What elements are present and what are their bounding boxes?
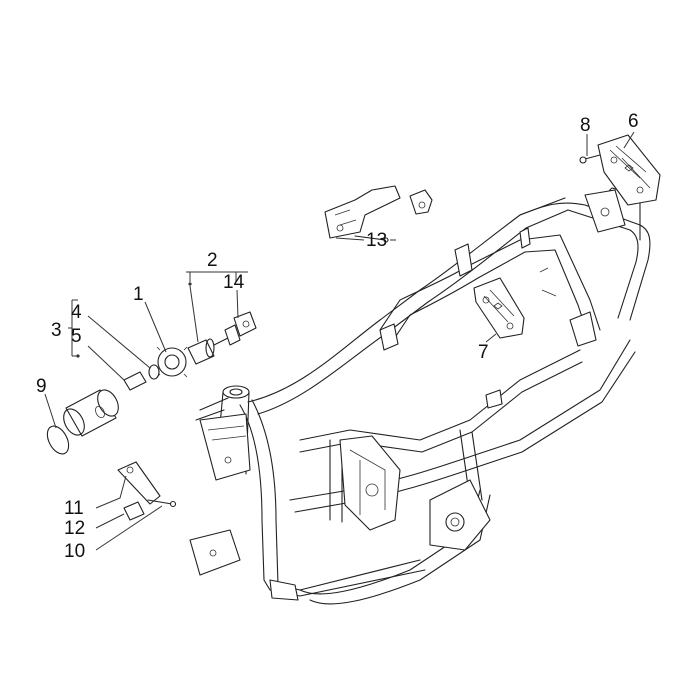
callout-12: 12 bbox=[64, 518, 85, 539]
callout-3: 3 bbox=[51, 320, 62, 341]
upper-right-rail bbox=[379, 234, 601, 346]
part-7-latch-plate bbox=[473, 277, 525, 339]
part-8-bolt bbox=[579, 154, 601, 164]
part-9-gasket bbox=[46, 425, 70, 455]
part-4-ring bbox=[148, 364, 160, 380]
callout-5: 5 bbox=[71, 326, 82, 347]
part-13-bracket bbox=[324, 185, 433, 243]
callout-6: 6 bbox=[628, 111, 639, 132]
callout-1: 1 bbox=[133, 284, 144, 305]
part-11-lever bbox=[117, 461, 161, 505]
cross-tubes bbox=[299, 349, 583, 523]
rear-upper-bracket bbox=[584, 189, 626, 233]
callout-4: 4 bbox=[71, 302, 82, 323]
scooter-frame bbox=[189, 187, 651, 605]
callout-14: 14 bbox=[223, 272, 245, 293]
part-9-lock-cover bbox=[63, 389, 119, 437]
callout-11: 11 bbox=[64, 498, 84, 519]
callout-labels: 1 2 14 4 3 5 9 11 12 10 13 7 8 6 bbox=[36, 111, 639, 562]
callout-13: 13 bbox=[366, 230, 387, 251]
rear-loop bbox=[519, 187, 651, 321]
front-side-plate bbox=[199, 413, 251, 481]
part-10-bolt bbox=[147, 499, 177, 508]
part-5-pin bbox=[123, 371, 147, 391]
callout-2: 2 bbox=[207, 250, 218, 271]
callout-9: 9 bbox=[36, 376, 47, 397]
front-lower-bracket bbox=[189, 529, 299, 601]
part-12-bushing bbox=[123, 501, 145, 521]
callout-8: 8 bbox=[580, 115, 591, 136]
frame-tabs bbox=[379, 227, 597, 409]
part-14-key bbox=[224, 311, 257, 346]
part-6-latch-plate bbox=[597, 134, 661, 206]
part-2-lock-cylinder bbox=[187, 337, 229, 365]
callout-10: 10 bbox=[64, 541, 85, 562]
callout-7: 7 bbox=[478, 342, 489, 363]
upper-left-rail bbox=[247, 197, 569, 415]
engine-mount bbox=[429, 479, 491, 551]
center-bracket bbox=[339, 435, 401, 531]
part-1-lock-flange bbox=[156, 346, 188, 378]
floor-rails bbox=[299, 489, 491, 605]
leader-lines bbox=[44, 131, 635, 551]
